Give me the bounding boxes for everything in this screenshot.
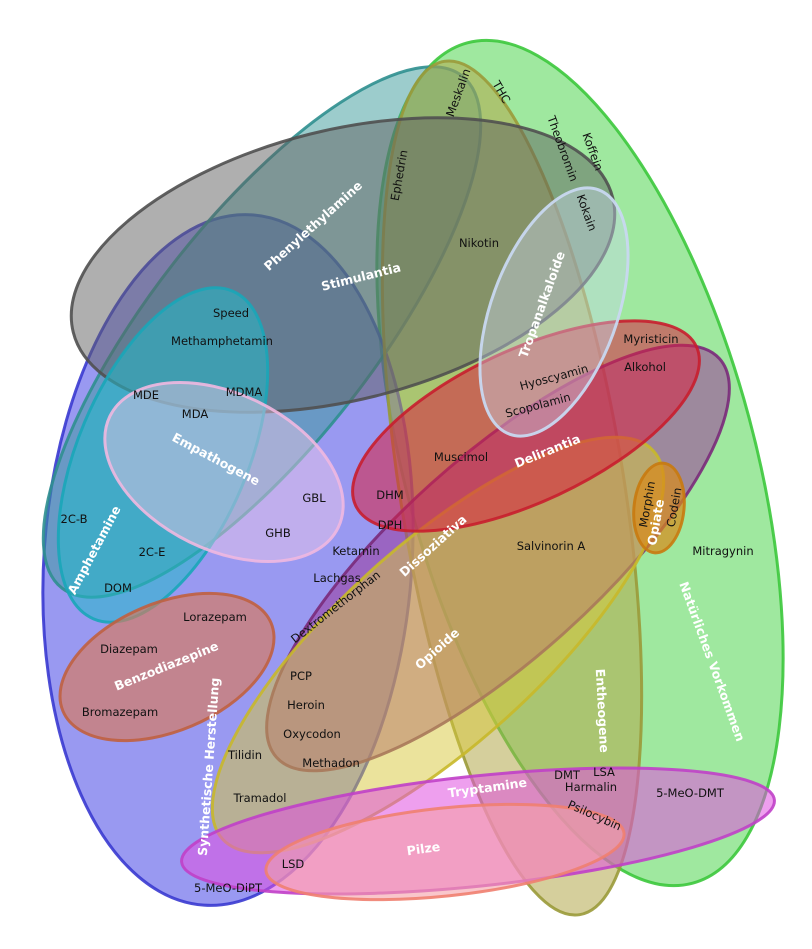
region-benzodiazepine-shape — [58, 591, 276, 743]
region-amphetamine-shape — [56, 286, 270, 624]
substance-muscimol: Muscimol — [434, 450, 488, 464]
substance-5-meo-dmt: 5-MeO-DMT — [656, 786, 725, 800]
substance-bromazepam: Bromazepam — [82, 705, 158, 719]
substance-lorazepam: Lorazepam — [183, 610, 247, 624]
category-label-pilze: Pilze — [406, 839, 441, 859]
substance-lsd: LSD — [282, 857, 305, 871]
region-pilze — [264, 802, 626, 902]
substance-lsa: LSA — [593, 765, 615, 779]
substance-alkohol: Alkohol — [624, 360, 666, 374]
substance-oxycodon: Oxycodon — [283, 727, 341, 741]
substance-heroin: Heroin — [287, 698, 325, 712]
region-delirantia-shape — [351, 319, 701, 533]
region-amphetamine — [56, 286, 270, 624]
substance-ghb: GHB — [265, 526, 291, 540]
substance-diazepam: Diazepam — [100, 642, 158, 656]
substance-nikotin: Nikotin — [459, 236, 499, 250]
substance-5-meo-dipt: 5-MeO-DiPT — [194, 881, 263, 895]
substance-codein: Codein — [664, 486, 685, 528]
substance-ketamin: Ketamin — [332, 544, 379, 558]
substance-mda: MDA — [182, 407, 209, 421]
category-label-entheogene: Entheogene — [593, 668, 612, 753]
substance-tramadol: Tramadol — [233, 791, 287, 805]
substance-myristicin: Myristicin — [623, 332, 678, 346]
region-opiate — [632, 461, 686, 555]
substance-methadon: Methadon — [302, 756, 359, 770]
substance-mdma: MDMA — [226, 385, 263, 399]
region-tropanalkaloide — [478, 186, 630, 438]
region-benzodiazepine — [58, 591, 276, 743]
substance-mitragynin: Mitragynin — [692, 544, 753, 558]
substance-dhm: DHM — [376, 488, 403, 502]
substance-speed: Speed — [213, 306, 249, 320]
substance-salvinorin: Salvinorin A — [517, 539, 586, 553]
substance-dph: DPH — [378, 518, 402, 532]
substance-2ce: 2C-E — [139, 545, 166, 559]
substance-methamphetamin: Methamphetamin — [171, 334, 273, 348]
substance-gbl: GBL — [302, 491, 326, 505]
region-pilze-shape — [264, 802, 626, 902]
region-opiate-shape — [632, 461, 686, 555]
region-tropanalkaloide-shape — [478, 186, 630, 438]
region-delirantia — [351, 319, 701, 533]
region-empathogene — [103, 380, 345, 564]
substance-lachgas: Lachgas — [313, 571, 360, 585]
substance-harmalin: Harmalin — [565, 780, 617, 794]
region-empathogene-shape — [103, 380, 345, 564]
substance-tilidin: Tilidin — [227, 748, 262, 762]
substance-pcp: PCP — [290, 669, 312, 683]
substance-dom: DOM — [104, 581, 132, 595]
substance-mde: MDE — [133, 388, 159, 402]
substance-dmt: DMT — [554, 768, 581, 782]
substance-2cb: 2C-B — [61, 512, 88, 526]
